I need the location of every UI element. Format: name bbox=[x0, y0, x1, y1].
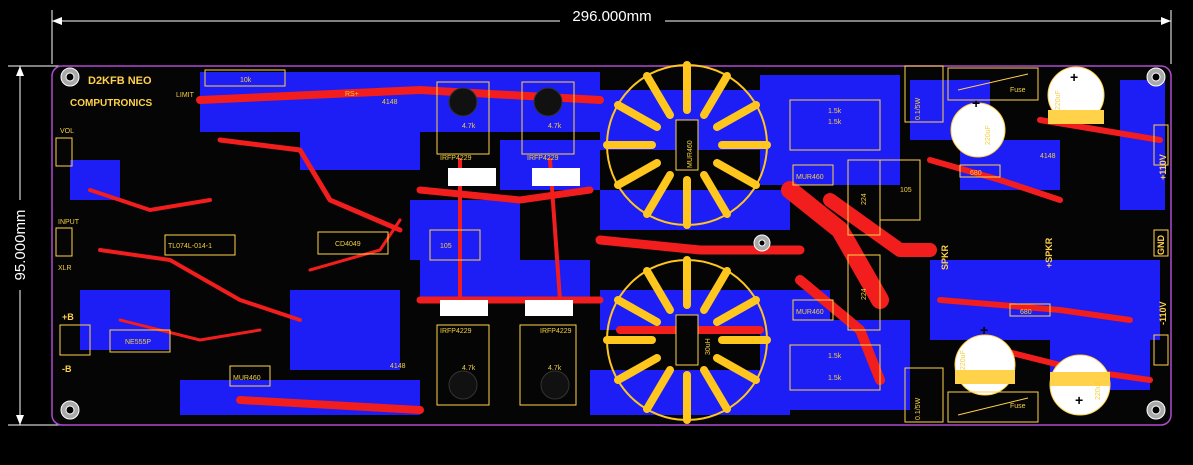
fuse-top-label: Fuse bbox=[1010, 87, 1026, 94]
mosfet-q4-label: IRFP4229 bbox=[540, 328, 572, 335]
conn-v-neg: -110V bbox=[1158, 301, 1168, 325]
dimension-height: 95.000mm bbox=[8, 65, 62, 426]
res-15k-4: 1.5k bbox=[828, 375, 842, 382]
svg-text:+: + bbox=[972, 95, 980, 111]
svg-text:+: + bbox=[1075, 392, 1083, 408]
diode-d2-label: MUR460 bbox=[796, 309, 824, 316]
resistor-105-a-label: 105 bbox=[440, 243, 452, 250]
resistor-105-a: 105 bbox=[429, 229, 481, 261]
inductor-value: 30uH bbox=[705, 338, 712, 355]
power-resistor-top: 0.1/5W bbox=[904, 65, 944, 123]
ic-opamp-label: TL074L-014-1 bbox=[168, 243, 212, 250]
ic-timer: NE555P bbox=[109, 329, 171, 353]
power-resistor-bottom: 0.1/5W bbox=[904, 367, 944, 423]
resistor-224-b: 224 bbox=[847, 254, 881, 331]
conn-xlr: XLR bbox=[58, 265, 72, 272]
ic-logic: CD4049 bbox=[317, 231, 389, 255]
mosfet-q2-label: IRFP4229 bbox=[527, 155, 559, 162]
ic-timer-label: NE555P bbox=[125, 339, 151, 346]
fuse-top: Fuse bbox=[947, 67, 1039, 101]
res-47k-4: 4.7k bbox=[548, 365, 562, 372]
svg-text:+: + bbox=[1070, 69, 1078, 85]
mosfet-q2: IRFP4229 bbox=[521, 81, 580, 186]
resistor-10k-label: 10k bbox=[240, 77, 252, 84]
mosfet-q1-label: IRFP4229 bbox=[440, 155, 472, 162]
resistor-224-a: 224 bbox=[847, 159, 881, 236]
res-15k-2: 1.5k bbox=[828, 119, 842, 126]
mosfet-q4: IRFP4229 bbox=[519, 300, 577, 406]
d-4148-1: 4148 bbox=[382, 99, 398, 106]
ic-opamp: TL074L-014-1 bbox=[164, 234, 236, 256]
cap-bottom-right: + 220uF bbox=[1049, 354, 1111, 416]
inductor-top bbox=[603, 61, 771, 229]
svg-text:+: + bbox=[980, 322, 988, 338]
resistor-105-b-label: 105 bbox=[900, 187, 912, 194]
pwr-res-bottom-label: 0.1/5W bbox=[915, 397, 922, 420]
conn-input: INPUT bbox=[58, 219, 80, 226]
height-dimension-label: 95.000mm bbox=[12, 210, 29, 281]
conn-v-pos: +110V bbox=[1158, 154, 1168, 180]
cap-bottom-left: + 220uF bbox=[954, 322, 1016, 396]
diode-d1-label: MUR460 bbox=[796, 174, 824, 181]
diode-d4-label: MUR460 bbox=[687, 140, 694, 168]
dimension-width: 296.000mm bbox=[51, 8, 1172, 64]
conn-plus-b: +B bbox=[62, 312, 74, 322]
diode-d1: MUR460 bbox=[792, 164, 834, 186]
resistor-680-b: 680 bbox=[1009, 303, 1051, 317]
ic-logic-label: CD4049 bbox=[335, 241, 361, 248]
resistor-10k: 10k bbox=[204, 69, 286, 87]
board-brand: COMPUTRONICS bbox=[70, 98, 153, 109]
diode-d3: MUR460 bbox=[229, 365, 271, 387]
mosfet-q3-label: IRFP4229 bbox=[440, 328, 472, 335]
limit-label: LIMIT bbox=[176, 92, 195, 99]
resistor-224-b-label: 224 bbox=[861, 288, 868, 300]
fuse-bottom: Fuse bbox=[947, 391, 1039, 423]
res-15k-3: 1.5k bbox=[828, 353, 842, 360]
resistor-47k-group: 4.7k 4.7k 4.7k 4.7k bbox=[462, 123, 562, 372]
diode-d2: MUR460 bbox=[792, 299, 834, 321]
res-15k-1: 1.5k bbox=[828, 108, 842, 115]
mosfet-q3: IRFP4229 bbox=[436, 300, 490, 406]
diode-d4: MUR460 bbox=[675, 119, 699, 171]
resistor-680-a-label: 680 bbox=[970, 170, 982, 177]
conn-vol: VOL bbox=[60, 128, 74, 135]
cap-top-right: + 220uF bbox=[1047, 66, 1105, 124]
conn-minus-b: -B bbox=[62, 364, 72, 374]
conn-spkr-pos: +SPKR bbox=[1044, 237, 1054, 268]
resistor-15k-group: 1.5k 1.5k 1.5k 1.5k bbox=[789, 99, 881, 391]
res-47k-3: 4.7k bbox=[462, 365, 476, 372]
cap-top-left: + 220uF bbox=[950, 95, 1006, 158]
cap-top-left-label: 220uF bbox=[985, 125, 992, 145]
conn-spkr-neg: SPKR bbox=[940, 244, 950, 270]
rs-label: RS+ bbox=[345, 91, 359, 98]
resistor-680-b-label: 680 bbox=[1020, 309, 1032, 316]
d-4148-3: 4148 bbox=[1040, 153, 1056, 160]
res-47k-1: 4.7k bbox=[462, 123, 476, 130]
width-dimension-label: 296.000mm bbox=[572, 8, 651, 25]
diode-4148-group: 4148 4148 4148 bbox=[382, 99, 1056, 370]
board-title: D2KFB NEO bbox=[88, 75, 152, 87]
diode-d3-label: MUR460 bbox=[233, 375, 261, 382]
terminal-blocks bbox=[55, 124, 1169, 366]
resistor-224-a-label: 224 bbox=[861, 193, 868, 205]
conn-gnd: GND bbox=[1156, 235, 1166, 256]
cap-bottom-right-label: 220uF bbox=[1095, 380, 1102, 400]
resistor-680-a: 680 bbox=[959, 164, 1001, 178]
mounting-holes bbox=[60, 67, 1166, 420]
cap-bottom-left-label: 220uF bbox=[960, 350, 967, 370]
mosfet-q1: IRFP4229 bbox=[436, 81, 496, 186]
d-4148-2: 4148 bbox=[390, 363, 406, 370]
pwr-res-top-label: 0.1/5W bbox=[915, 97, 922, 120]
fuse-bottom-label: Fuse bbox=[1010, 403, 1026, 410]
res-47k-2: 4.7k bbox=[548, 123, 562, 130]
cap-top-right-label: 220uF bbox=[1055, 90, 1062, 110]
inductor-bottom: 30uH bbox=[603, 256, 771, 424]
